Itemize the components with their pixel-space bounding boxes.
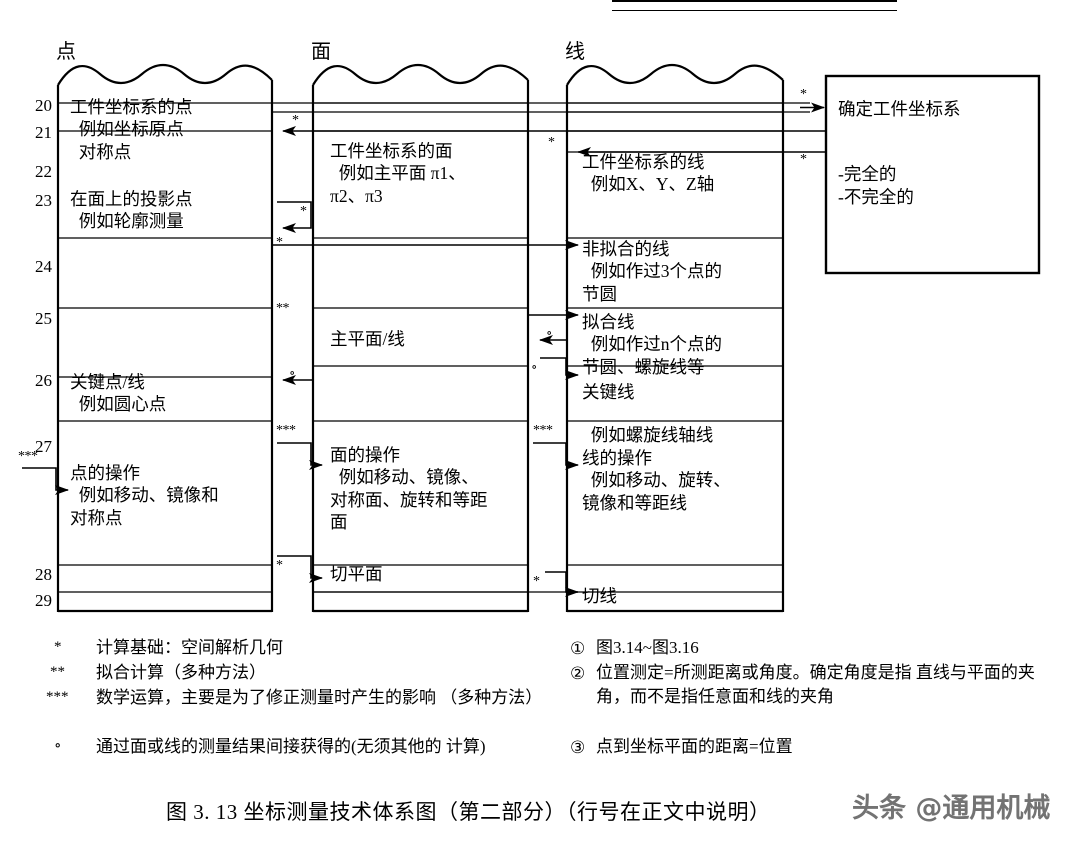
col3-cell-nonfitted-line: 非拟合的线 例如作过3个点的 节圆	[582, 239, 722, 304]
connector-mark-circle-col3-to-col2: ∘	[546, 325, 553, 340]
legend-left-symbol-3: ∘	[54, 738, 62, 754]
hook-arrow-row29-into-col3	[545, 571, 579, 597]
row-number-21: 21	[35, 123, 52, 142]
legend-right-symbol-2: ③	[570, 738, 586, 757]
connector-mark-star-row20: *	[800, 87, 807, 102]
legend-left-text-1: 拟合计算（多种方法）	[96, 663, 266, 682]
col2-wavy-top	[312, 63, 529, 86]
top-rule-fragment	[612, 0, 897, 2]
connector-mark-star-row29: *	[533, 574, 540, 589]
col1-cell-point-operations: 点的操作 例如移动、镜像和 对称点	[70, 463, 219, 528]
connector-mark-circle-col2-to-col1: ∘	[289, 365, 296, 380]
legend-left-text-2: 数学运算，主要是为了修正测量时产生的影响 （多种方法）	[96, 688, 543, 707]
right-box-title: 确定工件坐标系	[838, 99, 961, 119]
legend-right-text-0: 图3.14~图3.16	[596, 638, 699, 657]
legend-left-text-3: 通过面或线的测量结果间接获得的(无须其他的 计算)	[96, 737, 486, 756]
row-number-20: 20	[35, 96, 52, 115]
row-number-26: 26	[35, 371, 52, 390]
legend-right-text-2: 点到坐标平面的距离=位置	[596, 737, 793, 756]
hook-arrow-tri-star-into-col2	[277, 442, 323, 470]
col3-cell-line-operations: 线的操作 例如移动、旋转、 镜像和等距线	[582, 448, 731, 513]
rail-row20-to-rightbox	[272, 102, 810, 113]
row-number-28: 28	[35, 565, 52, 584]
col2-cell-surface-operations: 面的操作 例如移动、镜像、 对称面、旋转和等距 面	[330, 445, 488, 533]
row-number-29: 29	[35, 591, 52, 610]
column-header-surface: 面	[311, 41, 331, 63]
legend-right-symbol-1: ②	[570, 664, 586, 683]
connector-mark-star-row23: *	[300, 204, 307, 219]
legend-left-symbol-0: *	[54, 639, 62, 655]
connector-mark-star-row22-right: *	[800, 152, 807, 167]
connector-mark-tristar-col2-col3: ***	[533, 423, 553, 438]
connector-mark-star-row21: *	[292, 113, 299, 128]
connector-mark-circle-into-col3: ∘	[531, 359, 538, 374]
col3-cell-workpiece-lines: 工件坐标系的线 例如X、Y、Z轴	[582, 152, 715, 195]
figure-caption: 图 3. 13 坐标测量技术体系图（第二部分）（行号在正文中说明）	[166, 800, 771, 824]
hook-arrow-tri-star-into-col1	[22, 467, 69, 495]
col2-cell-workpiece-surfaces: 工件坐标系的面 例如主平面 π1、 π2、π3	[330, 141, 466, 206]
hook-arrow-circle-into-col3	[540, 357, 579, 380]
row-number-25: 25	[35, 309, 52, 328]
row-number-23: 23	[35, 191, 52, 210]
col1-wavy-top	[57, 63, 273, 86]
legend-right-text-1: 位置测定=所测距离或角度。确定角度是指 直线与平面的夹角，而不是指任意面和线的夹…	[596, 663, 1035, 707]
connector-mark-star-row22-col3: *	[548, 135, 555, 150]
connector-mark-doublestar-row25: **	[276, 301, 290, 316]
col3-cell-tangent-line: 切线	[582, 586, 617, 606]
row-number-22: 22	[35, 162, 52, 181]
col1-cell-key-point-line: 关键点/线 例如圆心点	[70, 372, 167, 415]
legend-left-text-0: 计算基础：空间解析几何	[96, 638, 283, 657]
column-header-line: 线	[565, 41, 585, 63]
right-box-item-complete: -完全的	[838, 164, 897, 184]
col3-cell-fitted-line: 拟合线 例如作过n个点的 节圆、螺旋线等	[582, 312, 722, 377]
connector-mark-tristar-left: ***	[18, 449, 38, 464]
hook-arrow-tri-star-into-col3	[533, 442, 579, 470]
col1-cell-projection-points: 在面上的投影点 例如轮廓测量	[70, 189, 193, 232]
connector-mark-tristar-col1-col2: ***	[276, 423, 296, 438]
col2-cell-tangent-plane: 切平面	[330, 564, 383, 584]
col3-cell-key-line: 关键线	[582, 382, 635, 402]
right-box-item-incomplete: -不完全的	[838, 187, 914, 207]
row-number-27: 27	[35, 437, 52, 456]
col1-cell-workpiece-points: 工件坐标系的点 例如坐标原点 对称点	[70, 97, 193, 162]
col3-cell-helix-axis-example: 例如螺旋线轴线	[582, 425, 714, 445]
col2-cell-main-plane-line: 主平面/线	[330, 329, 405, 349]
col3-wavy-top	[566, 63, 784, 86]
connector-mark-star-row28: *	[276, 558, 283, 573]
row-number-24: 24	[35, 257, 52, 276]
hook-arrow-row28-into-col2	[277, 555, 323, 583]
top-rule-fragment-2	[612, 10, 897, 11]
column-header-point: 点	[56, 41, 76, 63]
legend-left-symbol-1: **	[50, 664, 65, 680]
connector-mark-star-row24: *	[276, 235, 283, 250]
watermark-text: 头条 @通用机械	[852, 793, 1051, 824]
legend-right-symbol-0: ①	[570, 639, 586, 658]
legend-left-symbol-2: ***	[46, 689, 69, 705]
